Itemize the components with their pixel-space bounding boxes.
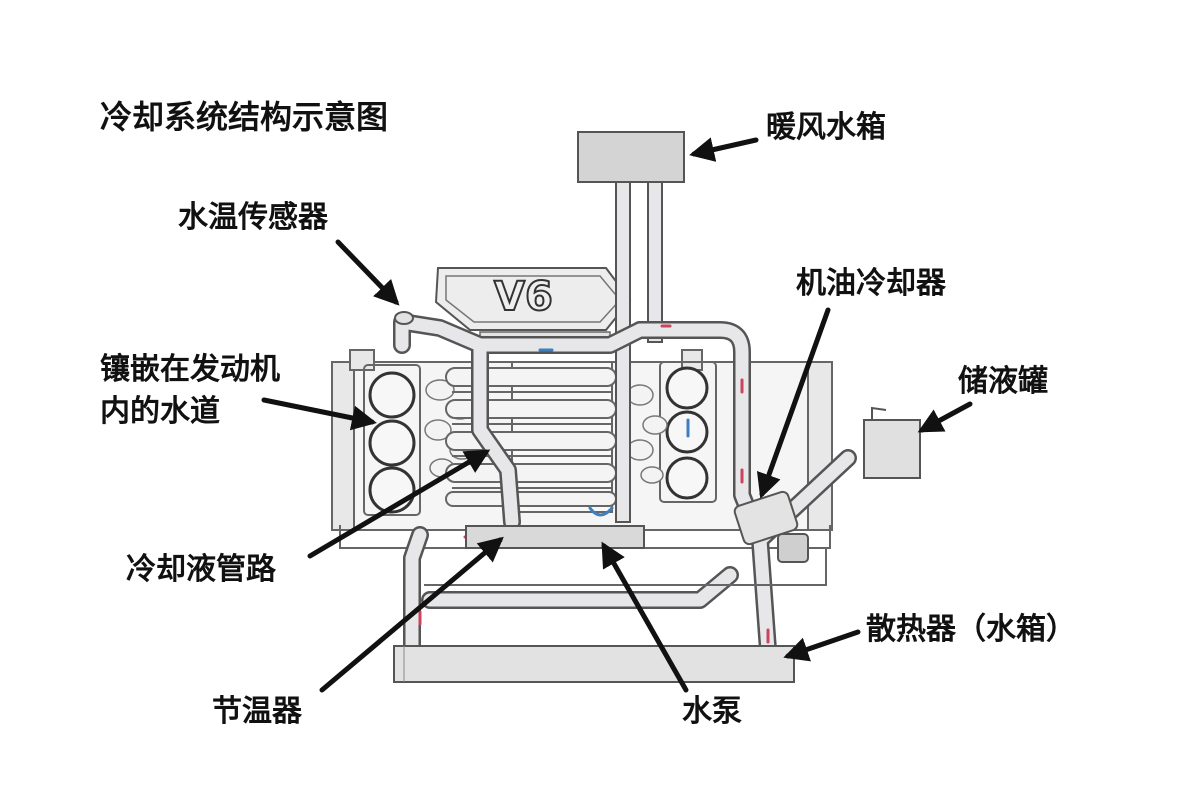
- arrow-water-jacket: [261, 397, 377, 431]
- heater-core: [577, 131, 685, 183]
- arrow-heater-core: [689, 137, 759, 162]
- label-coolant-pipe: 冷却液管路: [126, 552, 276, 587]
- arrow-reservoir: [917, 401, 973, 433]
- oil-cooler: [733, 490, 809, 563]
- coolant-pipes: [393, 313, 857, 659]
- coolant-reservoir: [863, 406, 921, 479]
- label-radiator: 散热器（水箱）: [866, 612, 1076, 647]
- label-oil-cooler: 机油冷却器: [796, 266, 946, 301]
- label-water-jacket-line1: 镶嵌在发动机: [100, 352, 280, 387]
- arrow-water-pump: [601, 541, 689, 693]
- arrow-oil-cooler: [756, 307, 831, 499]
- arrow-thermostat: [319, 536, 504, 693]
- diagram-title: 冷却系统结构示意图: [100, 98, 389, 136]
- radiator-core-fins: [445, 361, 617, 513]
- temp-sensor: [394, 311, 414, 325]
- label-heater-core: 暖风水箱: [766, 110, 886, 145]
- arrow-temp-sensor: [335, 239, 400, 306]
- engine-badge-text: V6: [494, 274, 553, 320]
- arrow-radiator: [783, 629, 861, 662]
- label-reservoir: 储液罐: [958, 364, 1048, 399]
- label-water-jacket-line2: 内的水道: [100, 394, 220, 429]
- radiator: [393, 645, 795, 683]
- chassis-frame: [424, 548, 827, 586]
- arrow-coolant-pipe: [307, 449, 491, 559]
- cylinder-bores: [368, 366, 709, 514]
- label-temp-sensor: 水温传感器: [178, 200, 328, 235]
- pump-housing: [465, 525, 645, 549]
- label-water-pump: 水泵: [682, 694, 742, 729]
- label-thermostat: 节温器: [212, 694, 302, 729]
- leader-arrows: [261, 137, 973, 693]
- heater-hoses: [615, 181, 663, 523]
